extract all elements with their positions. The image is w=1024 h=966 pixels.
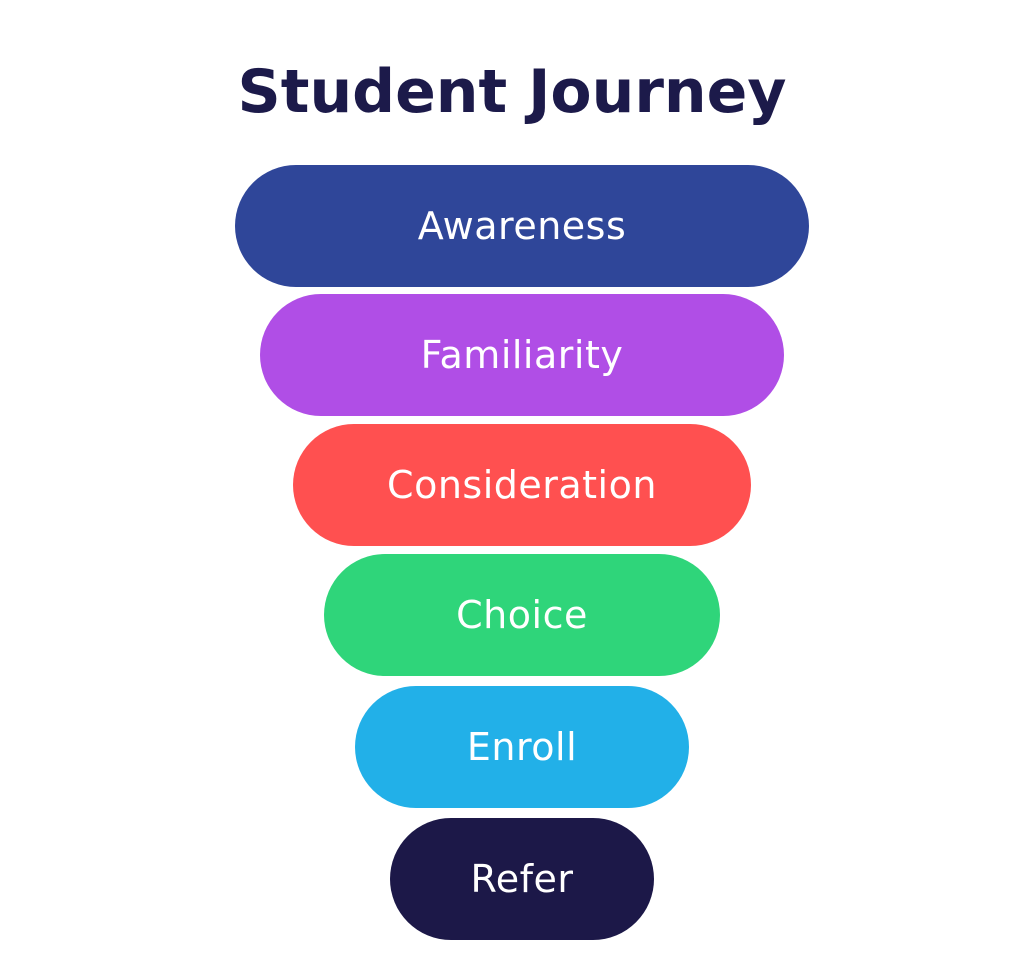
stage-refer: Refer [390,818,654,940]
stage-choice: Choice [324,554,720,676]
stage-enroll: Enroll [355,686,689,808]
stage-label: Refer [470,857,574,901]
stage-label: Consideration [387,463,657,507]
diagram-title: Student Journey [237,57,787,127]
stage-familiarity: Familiarity [260,294,784,416]
stage-awareness: Awareness [235,165,809,287]
stage-consideration: Consideration [293,424,751,546]
stage-label: Choice [456,593,588,637]
stage-label: Familiarity [420,333,624,377]
stage-label: Awareness [417,204,627,248]
stage-label: Enroll [466,725,578,769]
